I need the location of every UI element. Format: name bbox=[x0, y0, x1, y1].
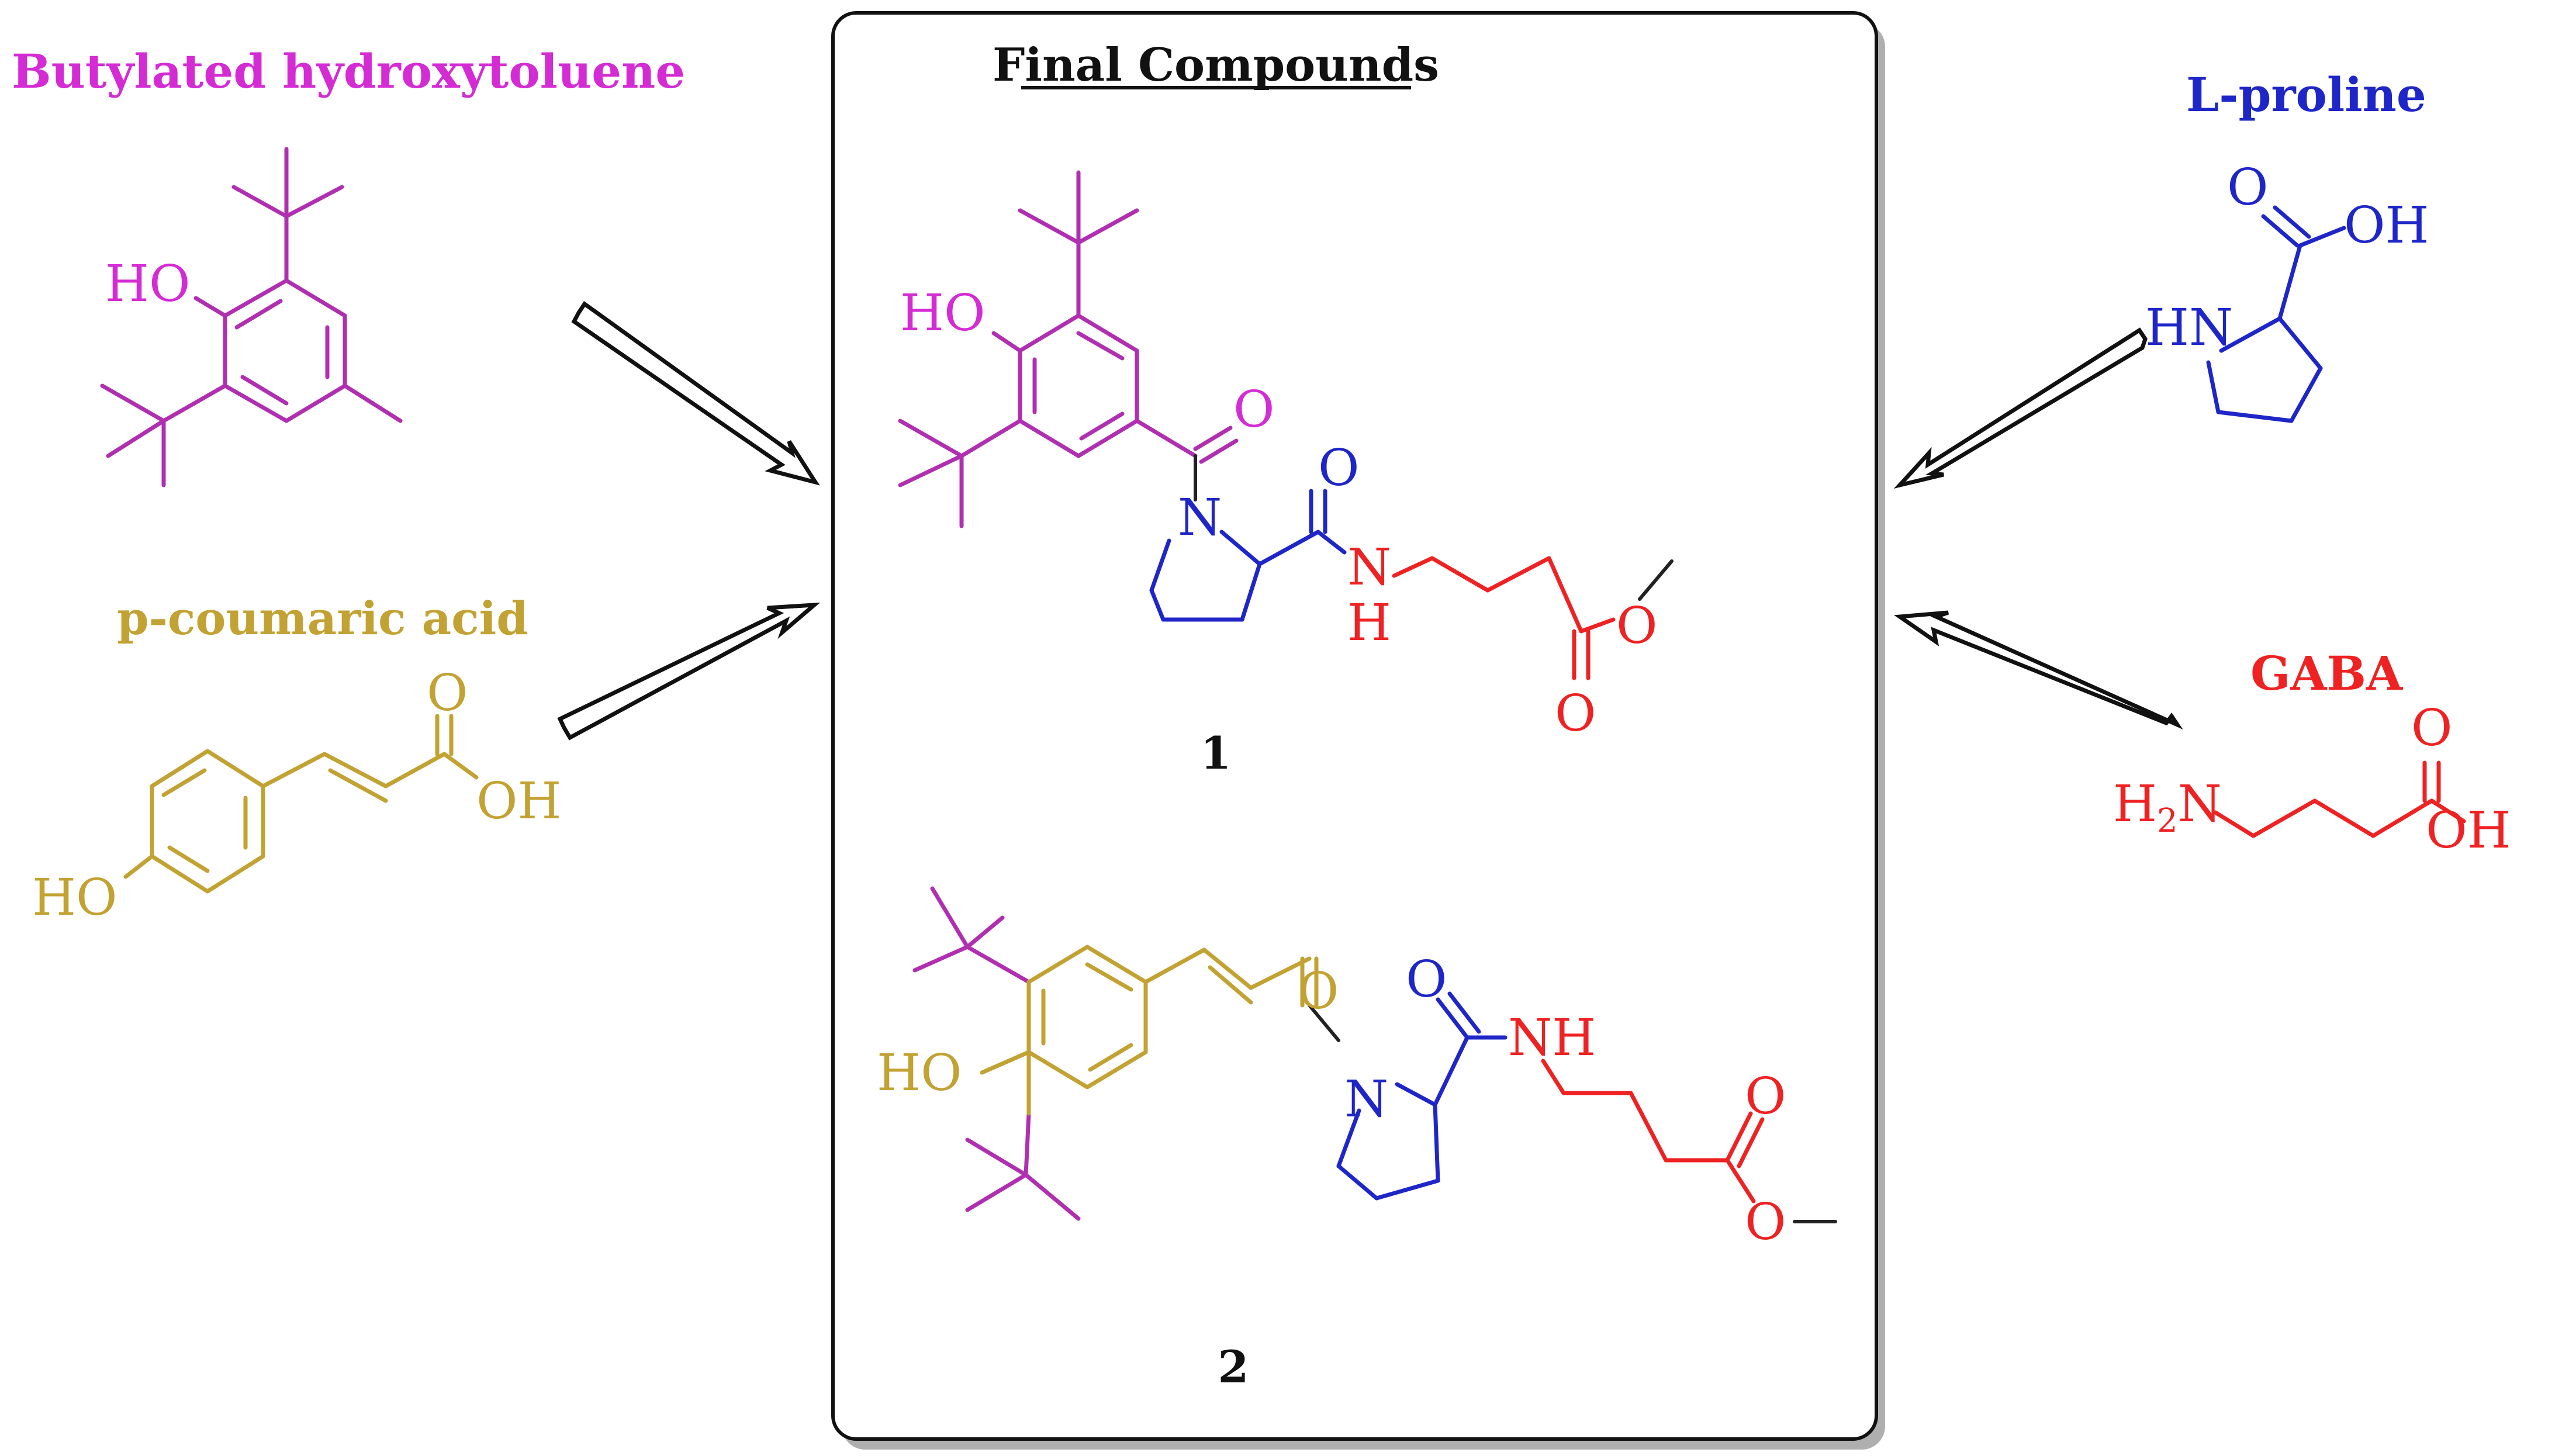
compound-2-structure bbox=[912, 886, 1837, 1223]
bht-structure bbox=[100, 147, 403, 487]
arrow-gaba bbox=[1894, 610, 2183, 730]
gaba-sub2: 2 bbox=[2157, 802, 2178, 840]
c1-ho-label: HO bbox=[900, 284, 986, 343]
coumaric-name: p-coumaric acid bbox=[117, 592, 528, 645]
gaba-n: N bbox=[2178, 775, 2222, 834]
c1-carbonyl-o-label: O bbox=[1233, 381, 1275, 439]
final-compounds-panel bbox=[831, 11, 1885, 1450]
c1-ester-o1-label: O bbox=[1616, 597, 1658, 655]
gaba-o-label: O bbox=[2411, 699, 2453, 758]
compound-1-structure bbox=[898, 170, 1674, 680]
c2-n-label: N bbox=[1344, 1070, 1388, 1129]
arrow-bht bbox=[571, 301, 820, 486]
c2-nh-label: NH bbox=[1508, 1009, 1596, 1067]
c1-nh-h-label: H bbox=[1347, 594, 1391, 652]
c1-amide-o-label: O bbox=[1318, 439, 1360, 497]
coumaric-oh-label: OH bbox=[476, 772, 562, 831]
compound-2-number: 2 bbox=[1218, 1341, 1249, 1393]
c2-carbonyl-o-label: O bbox=[1298, 962, 1339, 1021]
gaba-oh-label: OH bbox=[2426, 801, 2511, 860]
bht-ho-label: HO bbox=[105, 255, 191, 313]
c1-n-label: N bbox=[1178, 489, 1222, 547]
gaba-structure bbox=[2213, 760, 2466, 838]
bht-name: Butylated hydroxytoluene bbox=[12, 44, 685, 99]
proline-name: L-proline bbox=[2186, 67, 2426, 122]
gaba-h2n-label: H2N bbox=[2113, 775, 2222, 840]
c2-ho-label: HO bbox=[877, 1044, 962, 1102]
c1-nh-n-label: N bbox=[1347, 538, 1391, 597]
c1-ester-o2-label: O bbox=[1555, 684, 1596, 743]
proline-oh-label: OH bbox=[2344, 196, 2429, 255]
arrow-coumaric bbox=[557, 602, 821, 741]
proline-hn-label: HN bbox=[2145, 299, 2233, 357]
proline-o-label: O bbox=[2227, 158, 2269, 217]
coumaric-o-label: O bbox=[427, 664, 468, 722]
c2-ester-o1-label: O bbox=[1745, 1067, 1786, 1126]
coumaric-structure bbox=[123, 714, 479, 894]
gaba-h: H bbox=[2113, 775, 2157, 834]
proline-structure bbox=[2206, 205, 2346, 423]
coumaric-ho-label: HO bbox=[32, 869, 117, 927]
panel-title: Final Compounds bbox=[993, 39, 1439, 92]
arrow-proline bbox=[1893, 327, 2148, 489]
gaba-name: GABA bbox=[2250, 646, 2403, 701]
compound-1-number: 1 bbox=[1201, 727, 1232, 779]
c2-amide-o-label: O bbox=[1406, 950, 1447, 1009]
c2-ester-o2-label: O bbox=[1745, 1193, 1786, 1251]
